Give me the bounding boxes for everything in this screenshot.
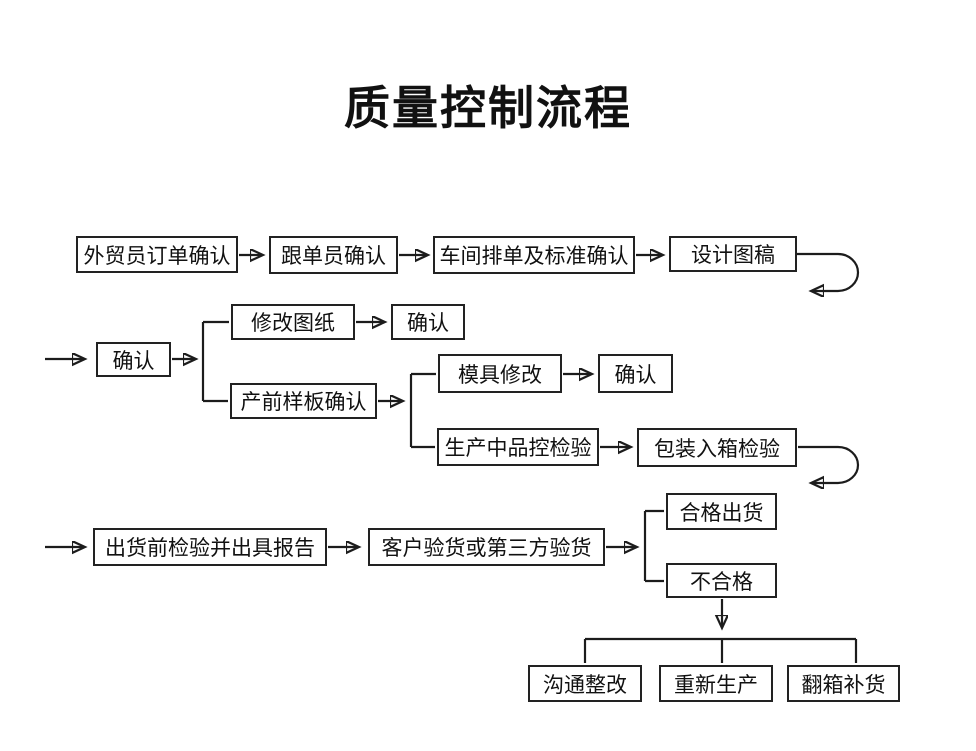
page-title: 质量控制流程 (344, 82, 632, 134)
node-in-production-qc: 生产中品控检验 (437, 428, 599, 466)
node-confirm-2: 确认 (391, 304, 465, 340)
node-revise-drawing: 修改图纸 (231, 304, 355, 340)
node-packing-inspection: 包装入箱检验 (637, 428, 797, 467)
branch-bracket-3 (643, 509, 664, 583)
wrap-curve-1 (797, 252, 860, 291)
node-qualified-shipment: 合格出货 (666, 493, 777, 530)
node-workshop-schedule-confirm: 车间排单及标准确认 (433, 236, 635, 274)
wrap-curve-2 (798, 445, 860, 483)
node-confirm-1: 确认 (96, 342, 171, 377)
node-repack-replenishment: 翻箱补货 (787, 665, 900, 702)
node-pre-production-sample-confirm: 产前样板确认 (230, 383, 377, 419)
node-merchandiser-confirm: 跟单员确认 (269, 236, 398, 274)
tree-connector (583, 637, 858, 663)
node-pre-shipment-inspection-report: 出货前检验并出具报告 (93, 528, 327, 566)
node-design-draft: 设计图稿 (669, 236, 797, 272)
branch-bracket-2 (409, 372, 436, 449)
node-unqualified: 不合格 (666, 563, 777, 598)
node-trade-order-confirm: 外贸员订单确认 (76, 236, 238, 273)
node-customer-or-third-party-inspection: 客户验货或第三方验货 (368, 528, 605, 566)
node-mold-modification: 模具修改 (438, 354, 562, 393)
node-communication-rectification: 沟通整改 (528, 665, 642, 702)
branch-bracket-1 (201, 320, 229, 403)
node-re-production: 重新生产 (659, 665, 773, 702)
node-confirm-3: 确认 (598, 354, 673, 393)
